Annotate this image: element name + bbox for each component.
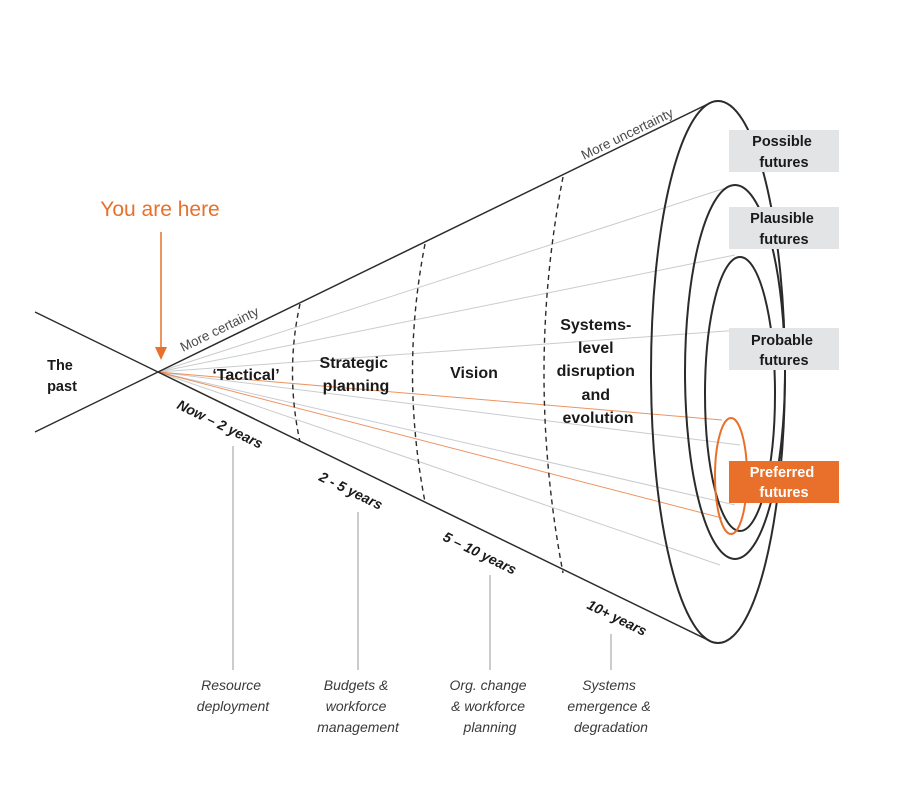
horizon-2-5-years: 2 - 5 years	[316, 468, 386, 513]
possible-futures-label-1: Possible	[752, 134, 812, 150]
preferred-futures-label-1: Preferred	[750, 465, 814, 481]
activity-1-line-2: deployment	[197, 698, 270, 714]
svg-text:Systems emergence & de: Systems emergence & degradation	[567, 677, 654, 735]
probable-futures-label-1: Probable	[751, 333, 813, 349]
plausible-futures-label-2: futures	[759, 232, 808, 248]
you-are-here-arrowhead	[155, 347, 167, 360]
activity-2-line-1: Budgets &	[324, 677, 389, 693]
past-lower-line	[34, 371, 159, 433]
probable-futures-ellipse	[704, 256, 776, 532]
activity-3-line-3: planning	[463, 719, 517, 735]
activity-leader-lines	[232, 446, 612, 670]
fan-lines	[157, 184, 741, 566]
plausible-futures-box	[729, 207, 839, 249]
more-uncertainty-label: More uncertainty	[579, 105, 676, 163]
cone-lower-edge	[157, 371, 711, 642]
you-are-here-label: You are here	[100, 198, 220, 221]
activity-1-line-1: Resource	[201, 677, 261, 693]
svg-text:Systems- level disrupt: Systems- level disruption and evolution	[557, 317, 640, 427]
activity-4-line-3: degradation	[574, 719, 648, 735]
horizon-5-10-years: 5 – 10 years	[441, 528, 520, 577]
cone-upper-edge	[157, 102, 711, 373]
activity-3-line-2: & workforce	[451, 698, 525, 714]
possible-futures-label-2: futures	[759, 155, 808, 171]
activity-2-line-2: workforce	[326, 698, 387, 714]
systems-label-1: Systems-	[560, 317, 631, 334]
probable-futures-box	[729, 328, 839, 370]
strategic-label-1: Strategic	[320, 355, 389, 372]
activity-2-line-3: management	[317, 719, 400, 735]
possible-futures-ellipse	[650, 100, 786, 644]
activity-4-line-1: Systems	[582, 677, 636, 693]
horizon-boundaries	[291, 176, 564, 574]
plausible-futures-ellipse	[684, 184, 786, 560]
systems-label-4: and	[582, 387, 610, 404]
past-label-1: The	[47, 358, 73, 374]
activity-3-line-1: Org. change	[450, 677, 527, 693]
strategic-label-2: planning	[323, 378, 390, 395]
systems-label-3: disruption	[557, 363, 635, 380]
preferred-futures-box	[729, 461, 839, 503]
svg-text:Plausible futures: Plausible futures	[750, 211, 818, 248]
tactical-label: ‘Tactical’	[212, 367, 279, 384]
svg-text:The past: The past	[47, 358, 77, 395]
systems-label-5: evolution	[562, 410, 633, 427]
horizon-10-plus-years: 10+ years	[585, 596, 650, 639]
svg-text:Budgets & workforce ma: Budgets & workforce management	[317, 677, 400, 735]
plausible-futures-label-1: Plausible	[750, 211, 814, 227]
svg-text:Org. change & workforce: Org. change & workforce planning	[450, 677, 531, 735]
probable-futures-label-2: futures	[759, 353, 808, 369]
preferred-futures-label-2: futures	[759, 485, 808, 501]
vision-label: Vision	[450, 365, 498, 382]
svg-text:Strategic planning: Strategic planning	[320, 355, 393, 395]
svg-text:Probable futures: Probable futures	[751, 333, 817, 369]
past-label-2: past	[47, 379, 77, 395]
activity-4-line-2: emergence &	[567, 698, 650, 714]
past-upper-line	[34, 311, 159, 373]
more-certainty-label: More certainty	[178, 304, 262, 355]
svg-text:Preferred futures: Preferred futures	[750, 465, 819, 501]
preferred-fan-lines	[157, 371, 723, 519]
possible-futures-box	[729, 130, 839, 172]
svg-text:Resource deployment: Resource deployment	[197, 677, 270, 714]
svg-text:Possible futures: Possible futures	[752, 134, 816, 171]
systems-label-2: level	[578, 340, 614, 357]
